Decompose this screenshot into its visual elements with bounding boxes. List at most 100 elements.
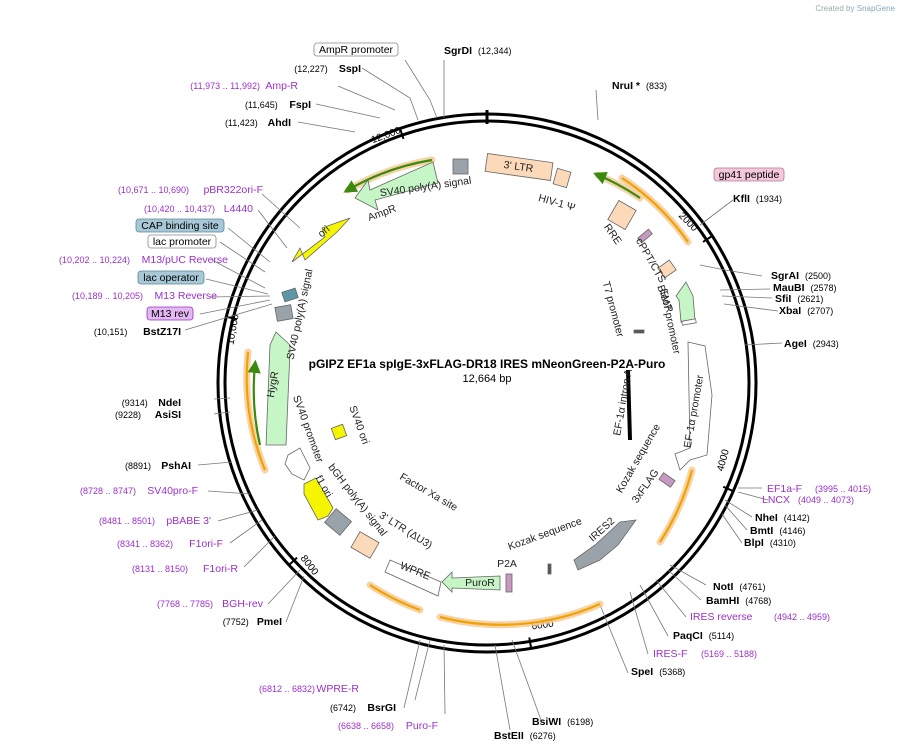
primer-puro-f[interactable]: Puro-F (6638 .. 6658) (338, 720, 438, 732)
enzyme-site-pshai[interactable]: PshAI (8891) (125, 460, 191, 472)
hygr-arrow (265, 331, 291, 446)
map-length: 12,664 bp (463, 373, 512, 385)
primer-lncx[interactable]: LNCX(4049 .. 4073) (762, 494, 854, 506)
svg-text:SpeI(5368): SpeI(5368) (631, 666, 685, 678)
enzyme-name: SfiI (775, 293, 791, 305)
enzyme-site-spei[interactable]: SpeI(5368) (631, 666, 685, 678)
enzyme-site-xbai[interactable]: XbaI(2707) (779, 305, 833, 317)
primer-range: (3995 .. 4015) (815, 484, 871, 494)
enzyme-name: PshAI (161, 460, 191, 472)
primer-range: (8481 .. 8501) (99, 516, 155, 526)
enzyme-position: (2707) (807, 306, 833, 316)
primer-name: pBR322ori-F (203, 184, 263, 196)
enzyme-position: (6198) (567, 717, 593, 727)
flag-tag (658, 472, 676, 488)
primer-range: (5169 .. 5188) (701, 649, 757, 659)
t7-box (633, 329, 645, 334)
primer-f1ori-f[interactable]: F1ori-F(8341 .. 8362) (117, 538, 223, 550)
primer-range: (10,671 .. 10,690) (118, 185, 189, 195)
svg-text:AgeI(2943): AgeI(2943) (784, 338, 839, 350)
primer-wpre-r[interactable]: WPRE-R(6812 .. 6832) (259, 683, 359, 695)
label-box (135, 218, 225, 233)
enzyme-name: NotI (713, 581, 733, 593)
enzyme-position: (4146) (779, 526, 805, 536)
enzyme-position: (9314) (122, 398, 148, 408)
enzyme-position: (1934) (756, 194, 782, 204)
primer-amp-r[interactable]: Amp-R(11,973 .. 11,992) (190, 80, 298, 92)
svg-text:PmeI: PmeI (257, 616, 282, 628)
enzyme-name: BsiWI (532, 716, 561, 728)
enzyme-site-kfli[interactable]: KflI (1934) (733, 193, 782, 205)
primer-ef1a-f[interactable]: EF1a-F(3995 .. 4015) (767, 483, 871, 495)
enzyme-site-agei[interactable]: AgeI(2943) (784, 338, 839, 350)
enzyme-site-bstz17i[interactable]: BstZ17I(10,151) (94, 326, 181, 338)
primer-m13-reverse[interactable]: M13 Reverse(10,189 .. 10,205) (72, 290, 217, 302)
primer-l4440[interactable]: L4440(10,420 .. 10,437) (144, 203, 253, 215)
enzyme-site-nrui[interactable]: NruI * (833) (612, 80, 667, 92)
sv40-polya-box-top (452, 158, 469, 175)
cppt-box (657, 259, 677, 279)
ltr-du3-box (350, 531, 380, 559)
feature-label-m13-rev[interactable]: M13 rev (146, 306, 194, 321)
svg-text:XbaI(2707): XbaI(2707) (779, 305, 833, 317)
enzyme-site-blpi[interactable]: BlpI(4310) (744, 537, 796, 549)
primer-pbabe-3[interactable]: pBABE 3'(8481 .. 8501) (99, 515, 211, 527)
enzyme-site-bmti[interactable]: BmtI (4146) (750, 525, 805, 537)
enzyme-site-sfii[interactable]: SfiI(2621) (775, 293, 823, 305)
primer-f1ori-r[interactable]: F1ori-R(8131 .. 8150) (132, 563, 238, 575)
enzyme-name: SpeI (631, 666, 653, 678)
enzyme-site-sgrai[interactable]: SgrAI(2500) (771, 270, 831, 282)
enzyme-site-ahdi[interactable]: AhdI(11,423) (225, 117, 291, 129)
enzyme-site-bsteii[interactable]: BstEII(6276) (494, 730, 556, 742)
enzyme-site-bsrgi[interactable]: BsrGI(6742) (330, 702, 396, 714)
enzyme-name: BmtI (750, 525, 773, 537)
svg-text:NheI(4142): NheI(4142) (755, 512, 810, 524)
tick-mark-12-000 (398, 127, 405, 140)
ori-arrow (291, 217, 351, 263)
feature-kozak-sequence-label: Kozak sequence (506, 515, 583, 553)
primer-name: BGH-rev (222, 598, 264, 610)
enzyme-position: (833) (646, 81, 667, 91)
primer-bgh-rev[interactable]: BGH-rev(7768 .. 7785) (157, 598, 264, 610)
primer-sv40pro-f[interactable]: SV40pro-F(8728 .. 8747) (80, 485, 198, 497)
enzyme-site-fspi[interactable]: FspI(11,645) (245, 99, 311, 111)
enzyme-site-bsiwi[interactable]: BsiWI (6198) (532, 716, 593, 728)
sv40-ori-box (330, 423, 348, 441)
enzyme-site-nhei[interactable]: NheI(4142) (755, 512, 810, 524)
feature-label-lac-promoter[interactable]: lac promoter (147, 234, 217, 249)
enzyme-position: (8891) (125, 461, 151, 471)
feature-label-lac-operator[interactable]: lac operator (137, 270, 205, 285)
enzyme-site-noti[interactable]: NotI(4761) (713, 581, 765, 593)
enzyme-site-bamhi[interactable]: BamHI(4768) (706, 595, 771, 607)
tick-mark-10-000 (225, 315, 238, 321)
svg-text:PaqCI(5114): PaqCI(5114) (673, 630, 734, 642)
feature-label-cap-binding-site[interactable]: CAP binding site (135, 218, 225, 233)
feature-label-gp41-peptide[interactable]: gp41 peptide (713, 167, 785, 182)
enzyme-name: KflI (733, 193, 750, 205)
gp41-box (637, 228, 653, 244)
enzyme-site-asisi[interactable]: AsiSI(9228) (115, 409, 181, 421)
enzyme-site-ndei[interactable]: NdeI (9314) (122, 397, 181, 409)
primer-range: (6638 .. 6658) (338, 721, 394, 731)
svg-text:SspI: SspI (339, 63, 361, 75)
enzyme-name: NdeI (158, 397, 181, 409)
enzyme-site-sspi[interactable]: SspI (12,227) (294, 63, 361, 75)
enzyme-site-maubi[interactable]: MauBI(2578) (773, 282, 837, 294)
feature-label-ampr-promoter[interactable]: AmpR promoter (313, 42, 399, 57)
primer-range: (4049 .. 4073) (798, 495, 854, 505)
primer-name: Puro-F (406, 720, 438, 732)
primer-m13-puc-reverse[interactable]: M13/pUC Reverse(10,202 .. 10,224) (59, 254, 228, 266)
label-text: AmpR promoter (319, 44, 394, 56)
primer-ires-f[interactable]: IRES-F(5169 .. 5188) (653, 648, 757, 660)
enzyme-position: (12,227) (294, 64, 328, 74)
enzyme-site-sgrdi[interactable]: SgrDI(12,344) (444, 45, 512, 57)
primer-range: (6812 .. 6832) (259, 684, 315, 694)
primer-ires-reverse[interactable]: IRES reverse(4942 .. 4959) (690, 611, 830, 623)
primer-pbr322ori-f[interactable]: pBR322ori-F (10,671 .. 10,690) (118, 184, 263, 196)
svg-text:SgrAI(2500): SgrAI(2500) (771, 270, 831, 282)
ltr-3-box (484, 153, 554, 181)
p2a-box (505, 573, 513, 593)
enzyme-site-pmei[interactable]: PmeI(7752) (223, 616, 282, 628)
enzyme-site-paqci[interactable]: PaqCI(5114) (673, 630, 734, 642)
enzyme-name: NruI * (612, 80, 641, 92)
